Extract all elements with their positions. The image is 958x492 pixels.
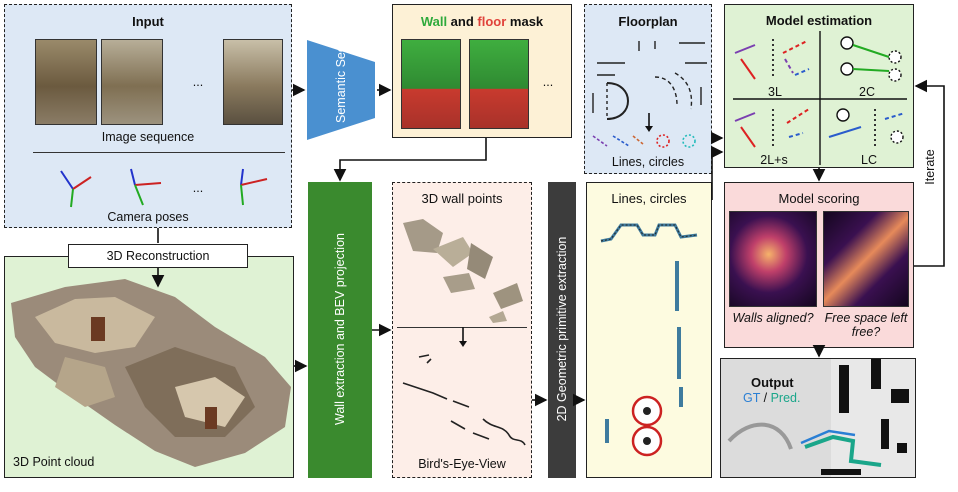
camera-poses-axes <box>60 168 268 208</box>
image-sequence-label: Image sequence <box>101 130 195 144</box>
mask-title-mask: mask <box>506 14 544 29</box>
input-image-ellipsis: ... <box>192 75 204 89</box>
reconstruction-label-box: 3D Reconstruction <box>68 244 248 268</box>
floorplan-panel: Floorplan Lines, circles <box>584 4 712 174</box>
model-estimation-panel: Model estimation <box>724 4 914 168</box>
input-panel: Input ... Image sequence ... Camera pose… <box>4 4 292 228</box>
input-image-2 <box>101 39 163 125</box>
camera-poses-label: Camera poses <box>107 210 189 224</box>
quadrant-lc <box>828 108 906 147</box>
output-legend: GT / Pred. <box>743 391 800 405</box>
quadrant-label-lc: LC <box>861 153 877 167</box>
quadrant-2ls-lines <box>734 108 810 149</box>
input-image-1 <box>35 39 97 125</box>
floorplan-drawing <box>592 41 707 148</box>
wall-points-title: 3D wall points <box>421 191 503 206</box>
lines-circles-drawing <box>600 223 698 457</box>
camera-axes-1 <box>60 170 92 208</box>
mask-title-and: and <box>447 14 478 29</box>
primitive-extraction-block <box>548 182 576 478</box>
mask-image-1 <box>401 39 461 129</box>
mask-panel: Wall and floor mask ... <box>392 4 572 138</box>
walls-heatmap <box>729 211 817 307</box>
model-scoring-panel: Model scoring Walls aligned? Free space … <box>724 182 914 348</box>
output-legend-gt: GT <box>743 391 761 405</box>
bev-points <box>402 354 526 446</box>
semantic-seg-block <box>307 40 375 140</box>
mask-title-wall: Wall <box>420 14 448 29</box>
output-title: Output <box>751 375 794 390</box>
output-legend-slash: / <box>760 391 771 405</box>
camera-axes-3 <box>240 168 268 206</box>
wall-extraction-block <box>308 182 372 478</box>
input-title: Input <box>132 14 164 29</box>
lines-circles-panel: Lines, circles <box>586 182 712 478</box>
camera-ellipsis: ... <box>192 181 204 195</box>
output-legend-pred: Pred. <box>770 391 801 405</box>
wall-points-arrow <box>459 327 467 347</box>
mask-title-floor: floor <box>477 14 507 29</box>
free-space-heatmap <box>823 211 909 307</box>
model-estimation-quadrants <box>733 31 907 165</box>
quadrant-label-2ls: 2L+s <box>760 153 788 167</box>
input-divider <box>33 152 285 153</box>
input-image-3 <box>223 39 283 125</box>
floorplan-caption: Lines, circles <box>611 155 685 169</box>
camera-axes-2 <box>130 168 162 206</box>
walls-aligned-question: Walls aligned? <box>732 311 814 325</box>
wall-points-3d <box>403 219 523 323</box>
output-panel: Output GT / Pred. <box>720 358 916 478</box>
free-space-question: Free space left free? <box>824 311 908 339</box>
quadrant-label-3l: 3L <box>768 85 782 99</box>
reconstruction-label: 3D Reconstruction <box>106 249 210 263</box>
lines-circles-title: Lines, circles <box>611 191 687 206</box>
wall-points-divider <box>397 327 527 328</box>
mask-image-2 <box>469 39 529 129</box>
quadrant-label-2c: 2C <box>859 85 875 99</box>
model-scoring-title: Model scoring <box>778 191 860 206</box>
wall-points-panel: 3D wall points Bird's-Eye-View <box>392 182 532 478</box>
mask-title: Wall and floor mask <box>393 14 571 29</box>
arrow-lines-to-model <box>710 145 724 200</box>
quadrant-3l-lines <box>734 39 810 80</box>
floorplan-title: Floorplan <box>618 14 678 29</box>
arrow-iterate-loop <box>914 79 945 267</box>
output-map <box>721 359 909 477</box>
quadrant-2c-circles <box>840 36 902 82</box>
bev-label: Bird's-Eye-View <box>418 457 506 471</box>
model-estimation-title: Model estimation <box>765 13 873 28</box>
mask-ellipsis: ... <box>542 75 554 89</box>
arrow-mask-to-wall-extraction <box>333 138 487 182</box>
